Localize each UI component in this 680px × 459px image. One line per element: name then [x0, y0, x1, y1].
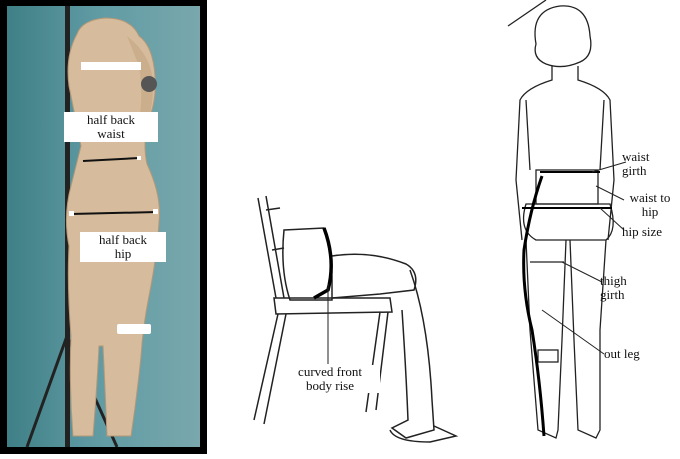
torso-sides [526, 100, 604, 170]
label-hip-size: hip size [622, 225, 662, 239]
label-thigh-girth-line2: girth [600, 288, 627, 302]
label-out-leg: out leg [604, 347, 640, 361]
label-curved-front-line1: curved front [280, 365, 380, 379]
leader-thigh-girth [562, 262, 602, 282]
label-thigh-girth: thigh girth [600, 274, 627, 302]
label-waist-girth: waist girth [622, 150, 649, 178]
head-hair [535, 6, 591, 67]
right-shoulder-arm [578, 66, 614, 240]
label-half-back-waist-line2: waist [67, 127, 155, 141]
shoulder-tape-mark [81, 62, 141, 70]
label-curved-front-line2: body rise [280, 379, 380, 393]
leader-waist-girth [592, 162, 626, 172]
hip-marker-left [69, 211, 74, 216]
label-half-back-hip-line1: half back [83, 233, 163, 247]
label-half-back-waist-line1: half back [67, 113, 155, 127]
label-waist-girth-line2: girth [622, 164, 649, 178]
left-shoulder-arm [516, 66, 552, 240]
label-thigh-girth-line1: thigh [600, 274, 627, 288]
right-leg [570, 240, 606, 438]
dress-form-illustration [7, 6, 200, 447]
label-half-back-waist: half back waist [64, 112, 158, 142]
stand-leg-left [27, 336, 67, 447]
label-half-back-hip: half back hip [80, 232, 166, 262]
hip-marker-right [153, 209, 158, 214]
label-waist-to-hip: waist to hip [622, 191, 678, 219]
label-waist-girth-line1: waist [622, 150, 649, 164]
out-leg-line [524, 176, 544, 436]
label-curved-front-body-rise: curved front body rise [280, 365, 380, 393]
seated-lower-leg [392, 270, 434, 438]
sketch-stroke [508, 0, 546, 26]
curved-front-body-rise-line [314, 228, 331, 298]
leader-waist-to-hip [596, 186, 624, 200]
label-waist-to-hip-line1: waist to [622, 191, 678, 205]
seated-torso [283, 228, 332, 300]
seated-thigh [332, 254, 416, 298]
photo-backdrop [7, 6, 200, 447]
chair-back [258, 196, 284, 298]
standing-figure-sketch: waist girth waist to hip hip size thigh … [496, 0, 680, 454]
waist-marker [137, 156, 141, 160]
arm-cap-knob [141, 76, 157, 92]
waistband [536, 170, 598, 204]
label-half-back-hip-line2: hip [83, 247, 163, 261]
seated-figure-illustration [220, 180, 480, 454]
knee-tape-mark [117, 324, 151, 334]
label-waist-to-hip-line2: hip [622, 205, 678, 219]
dress-form-photo: half back waist half back hip [0, 0, 207, 454]
hips [524, 204, 614, 240]
seated-figure-sketch: curved front body rise [220, 180, 480, 454]
knee-patch [538, 350, 558, 362]
